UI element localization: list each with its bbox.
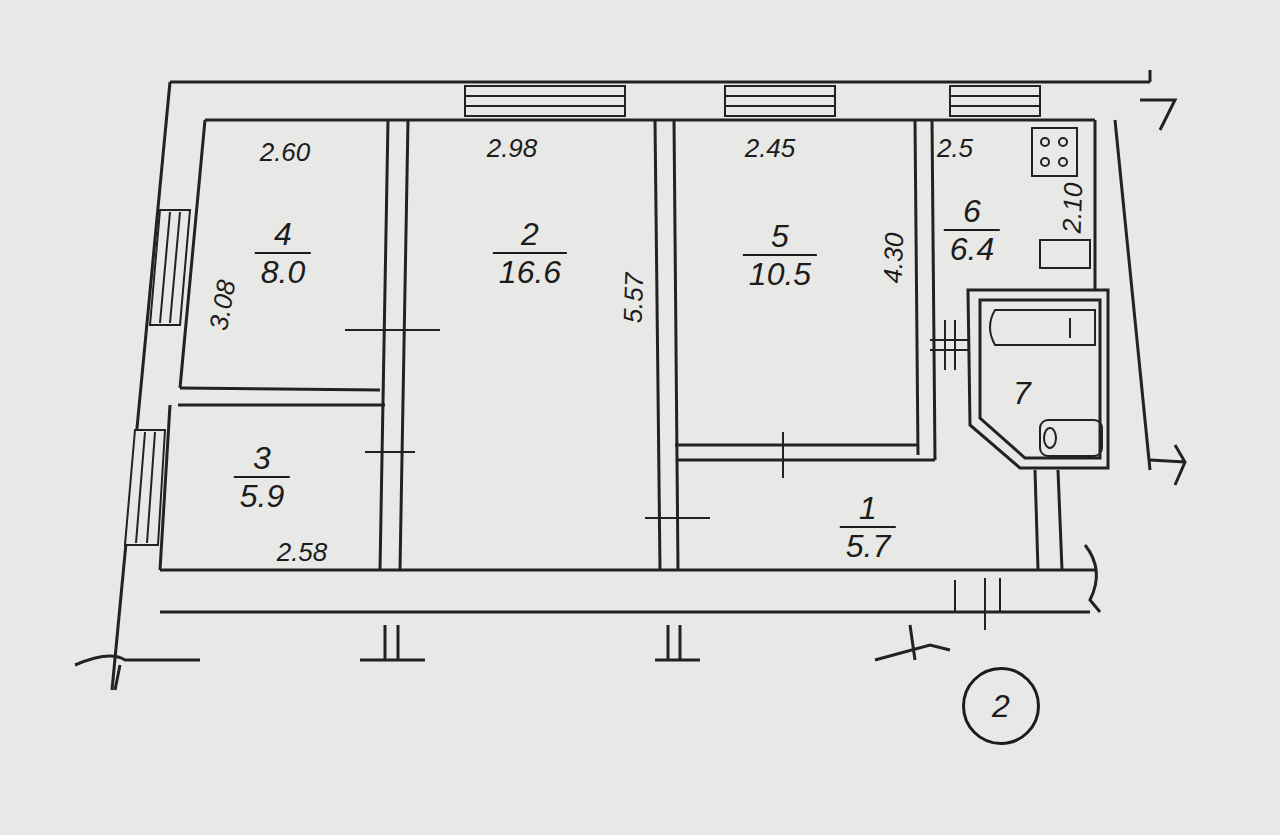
room-number: 5 bbox=[743, 218, 817, 256]
room-area: 10.5 bbox=[743, 256, 817, 292]
room-area: 16.6 bbox=[493, 254, 567, 290]
dimension: 2.98 bbox=[487, 134, 538, 162]
room: 7 bbox=[985, 350, 1065, 430]
dimension: 2.58 bbox=[277, 538, 328, 566]
room: 35.9 bbox=[168, 407, 380, 567]
room-number: 6 bbox=[944, 193, 1000, 231]
walls bbox=[75, 70, 1185, 690]
windows bbox=[125, 86, 1040, 545]
room-label: 48.0 bbox=[255, 216, 311, 290]
room-number: 7 bbox=[1007, 375, 1037, 411]
room-label: 66.4 bbox=[944, 193, 1000, 267]
room-number: 2 bbox=[493, 216, 567, 254]
room-label: 7 bbox=[1007, 375, 1037, 411]
dimension: 2.10 bbox=[1057, 182, 1087, 234]
room-label: 216.6 bbox=[493, 216, 567, 290]
dimension: 5.57 bbox=[618, 272, 648, 324]
room-area: 5.7 bbox=[840, 528, 896, 564]
room-number: 3 bbox=[234, 440, 290, 478]
room-number: 4 bbox=[255, 216, 311, 254]
fixtures bbox=[990, 128, 1102, 456]
dimension: 4.30 bbox=[878, 232, 908, 284]
room-label: 510.5 bbox=[743, 218, 817, 292]
dimension: 2.45 bbox=[745, 134, 796, 162]
room-area: 5.9 bbox=[234, 478, 290, 514]
room: 15.7 bbox=[680, 463, 1030, 568]
dimension: 3.08 bbox=[204, 278, 240, 333]
room: 216.6 bbox=[410, 122, 653, 568]
dimension: 2.5 bbox=[937, 134, 973, 162]
room-area: 6.4 bbox=[944, 231, 1000, 267]
sheet-number: 2 bbox=[986, 688, 1016, 724]
dimension: 2.60 bbox=[260, 138, 311, 166]
room-number: 1 bbox=[840, 490, 896, 528]
room-label: 15.7 bbox=[840, 490, 896, 564]
room-area: 8.0 bbox=[255, 254, 311, 290]
room-label: 35.9 bbox=[234, 440, 290, 514]
sheet-number-circle: 2 bbox=[962, 667, 1040, 745]
